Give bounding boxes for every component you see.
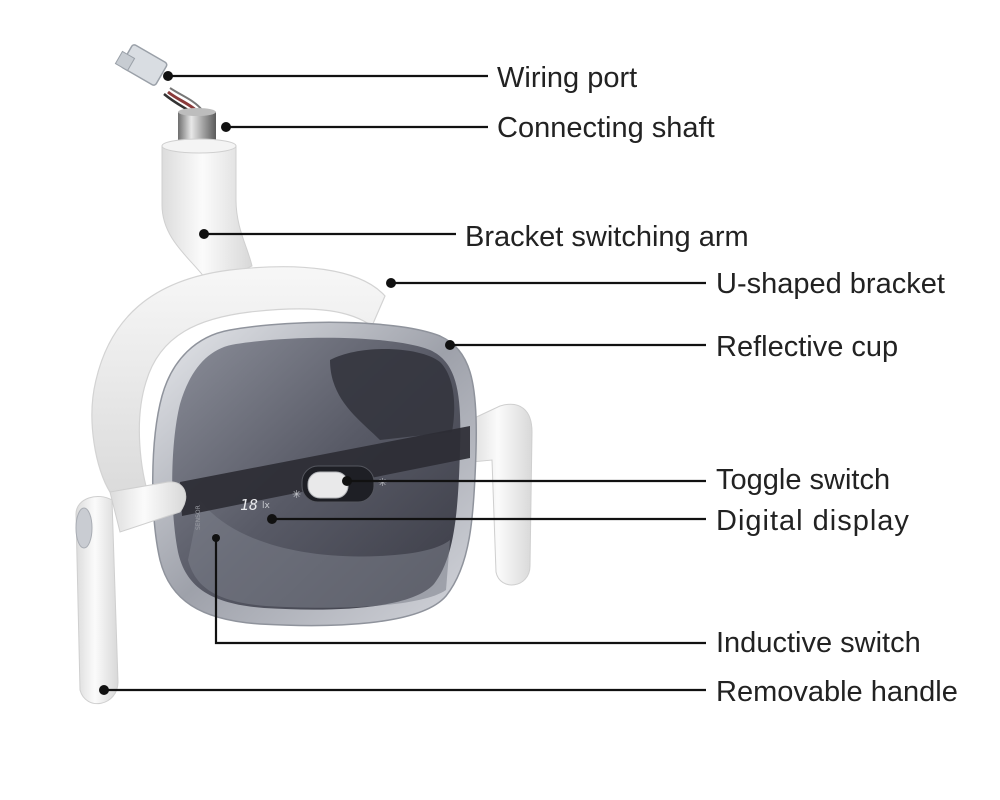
label-wiring-port: Wiring port	[497, 62, 638, 94]
label-connecting-shaft: Connecting shaft	[497, 112, 715, 144]
removable-handle[interactable]	[75, 481, 187, 705]
wiring-port	[114, 44, 203, 116]
label-digital-display: Digital display	[716, 505, 910, 537]
label-inductive-switch: Inductive switch	[716, 627, 921, 659]
bracket-switching-arm	[161, 138, 253, 286]
label-reflective-cup: Reflective cup	[716, 331, 899, 363]
digital-display: 18 lx	[240, 496, 271, 514]
label-bracket-switching-arm: Bracket switching arm	[465, 221, 749, 253]
label-removable-handle: Removable handle	[716, 676, 958, 708]
label-u-shaped-bracket: U-shaped bracket	[716, 268, 945, 300]
sensor-text: SENSOR	[195, 505, 202, 530]
leader-lines	[99, 71, 706, 695]
display-unit: lx	[262, 501, 271, 511]
display-reading: 18	[240, 496, 258, 514]
right-handle	[469, 403, 533, 586]
label-toggle-switch: Toggle switch	[716, 464, 891, 496]
svg-text:✳: ✳	[292, 488, 301, 501]
svg-text:✳: ✳	[378, 476, 387, 489]
toggle-switch[interactable]: ✳ ✳	[292, 465, 387, 503]
